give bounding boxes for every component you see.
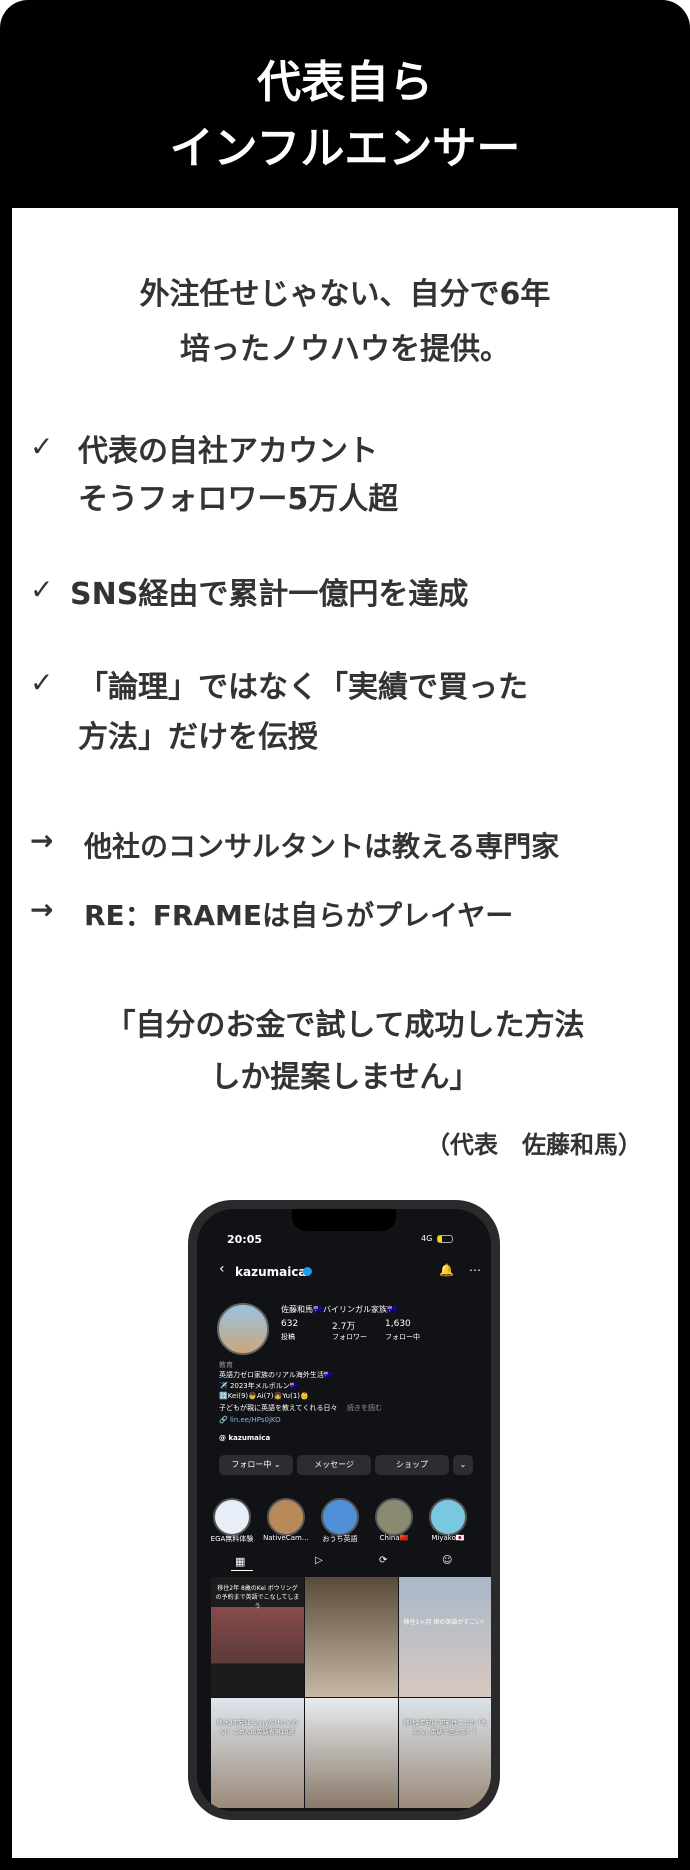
bell-icon[interactable]: 🔔 — [439, 1263, 454, 1277]
check-item-1-line2: そうフォロワー5万人超 — [78, 482, 399, 517]
profile-link-text: lin.ee/HPs0jKO — [229, 1416, 281, 1424]
post-thumbnail[interactable] — [305, 1698, 398, 1808]
highlight-miyako[interactable] — [429, 1498, 467, 1536]
battery-icon — [437, 1235, 453, 1243]
intro-line1: 外注任せじゃない、自分で6年 — [139, 277, 551, 312]
intro-line2: 培ったノウハウを提供。 — [180, 332, 510, 367]
highlight-label: EGA無料体験 — [210, 1535, 254, 1543]
check-item-1-line1: 代表の自社アカウント — [78, 434, 378, 469]
reels-tab-icon[interactable]: ▷ — [315, 1555, 323, 1566]
profile-avatar[interactable] — [217, 1303, 269, 1355]
back-icon[interactable]: ‹ — [219, 1261, 225, 1277]
check-item-2: SNS経由で累計一億円を達成 — [70, 577, 469, 612]
verified-badge-icon — [303, 1267, 312, 1276]
display-name: 佐藤和馬🇦🇺バイリンガル家族🇦🇺 — [281, 1305, 397, 1314]
arrow-right-icon: → — [30, 893, 54, 926]
instagram-profile-screen: 20:05 4G ‹ kazumaica 🔔 ⋯ 佐藤和馬🇦🇺バイリンガル家族🇦… — [197, 1209, 491, 1811]
highlight-label: おうち英語 — [322, 1535, 358, 1543]
post-thumbnail[interactable]: 移住2年兄妹 可能性ごとの「たぶん」英語で言える？？ — [399, 1698, 491, 1808]
check-item-3-line1: 「論理」ではなく「実績で買った — [78, 670, 528, 705]
post-caption: 移住2年兄妹 Sorryだけじゃない！ごめんの英語表現10選 — [216, 1720, 299, 1736]
read-more-link[interactable]: 続きを読む — [347, 1404, 382, 1412]
highlight-ega[interactable] — [213, 1498, 251, 1536]
post-caption: 移住2年 8歳のKei ボウリングの予約まで英語でこなしてしまう — [215, 1585, 300, 1610]
highlight-label: Miyako🇯🇵 — [431, 1534, 465, 1542]
post-caption: 移住1ヶ月 娘の英語がすごい！ — [403, 1619, 488, 1626]
bio-line: 子どもが親に英語を教えてくれる日々 — [219, 1404, 338, 1412]
post-thumbnail[interactable] — [305, 1577, 398, 1697]
highlight-label: China🇨🇳 — [379, 1534, 409, 1542]
content-panel: 外注任せじゃない、自分で6年 培ったノウハウを提供。 ✓ 代表の自社アカウント … — [12, 208, 678, 1858]
more-icon[interactable]: ⋯ — [469, 1263, 481, 1277]
threads-link[interactable]: @ kazumaica — [219, 1434, 270, 1442]
bio-line: ✈️ 2023年メルボルン🇦🇺 — [219, 1382, 299, 1390]
stat-followers-label[interactable]: フォロワー — [332, 1333, 367, 1341]
status-network: 4G — [421, 1234, 433, 1243]
page-title-line2: インフルエンサー — [169, 123, 521, 174]
suggestions-chevron-button[interactable]: ⌄ — [453, 1455, 473, 1475]
grid-tab-icon[interactable]: ▦ — [235, 1555, 246, 1568]
arrow-item-1: 他社のコンサルタントは教える専門家 — [84, 830, 560, 863]
threads-username: kazumaica — [228, 1434, 271, 1442]
highlight-home-english[interactable] — [321, 1498, 359, 1536]
profile-category: 教育 — [219, 1361, 233, 1369]
phone-mockup: 20:05 4G ‹ kazumaica 🔔 ⋯ 佐藤和馬🇦🇺バイリンガル家族🇦… — [188, 1200, 500, 1820]
stat-followers-value[interactable]: 2.7万 — [332, 1322, 356, 1332]
stat-posts-value: 632 — [281, 1319, 299, 1329]
message-button[interactable]: メッセージ — [297, 1455, 371, 1475]
profile-username: kazumaica — [235, 1265, 307, 1279]
bio-line: 英語力ゼロ家族のリアル海外生活🇦🇺 — [219, 1371, 333, 1379]
phone-notch — [292, 1209, 396, 1231]
highlight-label: NativeCam… — [263, 1534, 309, 1542]
quote-line1: 「自分のお金で試して成功した方法 — [105, 1008, 585, 1043]
stat-following-value[interactable]: 1,630 — [385, 1319, 411, 1329]
post-thumbnail[interactable]: 移住2年 8歳のKei ボウリングの予約まで英語でこなしてしまう — [211, 1577, 304, 1697]
active-tab-indicator — [231, 1570, 253, 1571]
bio-line: 🔠Kei(9)👦Ai(7)👧Yu(1)👶 — [219, 1392, 309, 1400]
page-title-line1: 代表自ら — [257, 57, 433, 108]
highlight-china[interactable] — [375, 1498, 413, 1536]
quote-line2: しか提案しません」 — [210, 1060, 480, 1095]
arrow-right-icon: → — [30, 824, 54, 857]
check-icon: ✓ — [30, 430, 54, 463]
tagged-tab-icon[interactable]: ☺ — [442, 1555, 453, 1566]
following-button[interactable]: フォロー中 ⌄ — [219, 1455, 293, 1475]
profile-link[interactable]: 🔗 lin.ee/HPs0jKO — [219, 1416, 281, 1424]
check-icon: ✓ — [30, 666, 54, 699]
post-thumbnail[interactable]: 移住2年兄妹 Sorryだけじゃない！ごめんの英語表現10選 — [211, 1698, 304, 1808]
quote-attribution: （代表 佐藤和馬） — [426, 1131, 642, 1159]
arrow-item-2: RE：FRAMEは自らがプレイヤー — [84, 899, 514, 932]
link-icon: 🔗 — [219, 1416, 230, 1424]
check-icon: ✓ — [30, 573, 54, 606]
threads-icon: @ — [219, 1434, 229, 1442]
reposts-tab-icon[interactable]: ⟳ — [379, 1555, 388, 1566]
post-thumbnail[interactable]: 移住1ヶ月 娘の英語がすごい！ — [399, 1577, 491, 1697]
post-caption: 移住2年兄妹 可能性ごとの「たぶん」英語で言える？？ — [403, 1720, 488, 1736]
highlight-nativecamp[interactable] — [267, 1498, 305, 1536]
stat-posts-label: 投稿 — [281, 1333, 295, 1341]
status-time: 20:05 — [227, 1233, 263, 1246]
check-item-3-line2: 方法」だけを伝授 — [78, 720, 318, 755]
shop-button[interactable]: ショップ — [375, 1455, 449, 1475]
stat-following-label[interactable]: フォロー中 — [385, 1333, 420, 1341]
